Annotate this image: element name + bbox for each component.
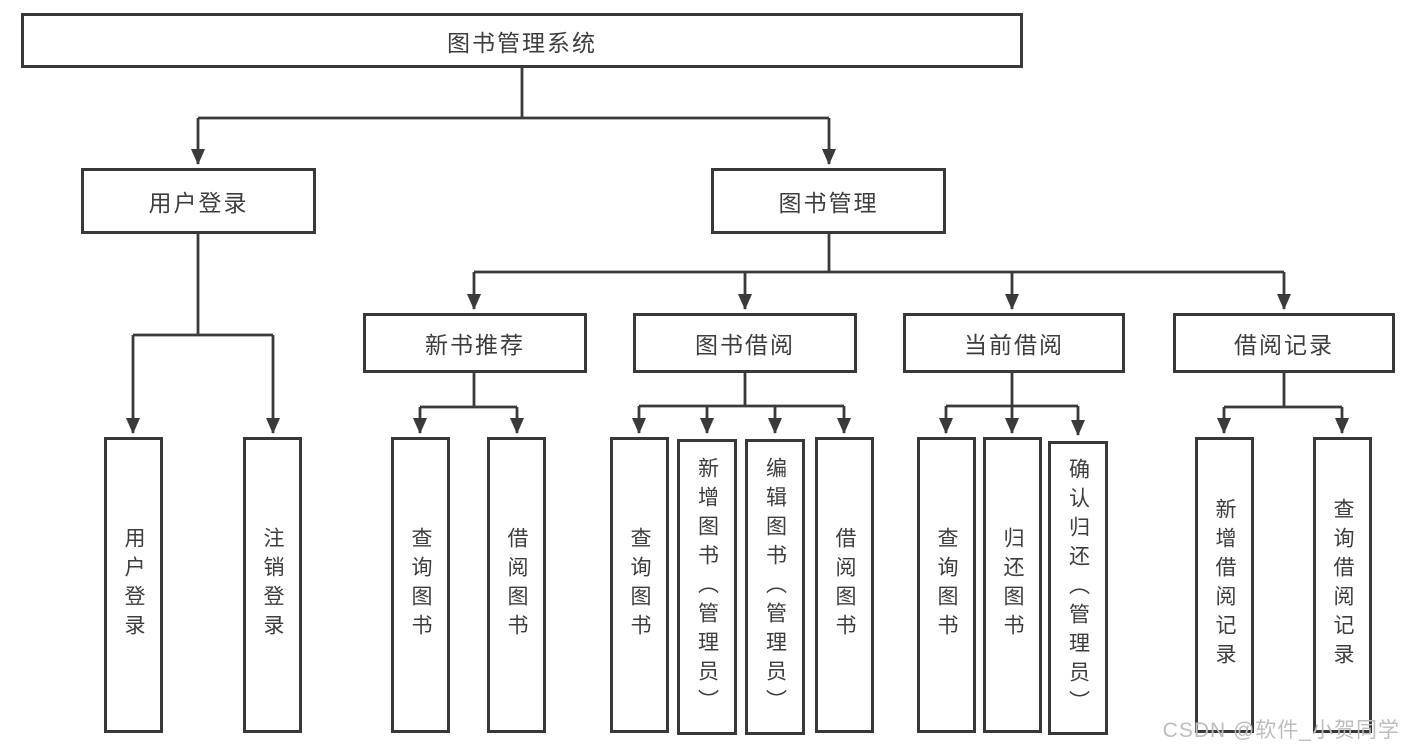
node-borrow-records-label: 借阅记录 <box>1234 332 1334 358</box>
leaf-current-query-books: 查询图书 <box>917 437 976 733</box>
node-current-borrow-label: 当前借阅 <box>964 332 1064 358</box>
leaf-rec-query-books: 查询图书 <box>391 437 450 733</box>
leaf-add-books-admin-label: 新增图书（管理员） <box>695 456 719 718</box>
leaf-add-borrow-record-label: 新增借阅记录 <box>1213 498 1236 672</box>
node-book-borrow-label: 图书借阅 <box>695 332 795 358</box>
node-root-label: 图书管理系统 <box>447 29 597 56</box>
node-user-login: 用户登录 <box>81 168 316 234</box>
node-borrow-records: 借阅记录 <box>1173 313 1395 373</box>
leaf-add-books-admin: 新增图书（管理员） <box>677 439 737 735</box>
leaf-borrow-books: 借阅图书 <box>815 437 874 733</box>
leaf-rec-query-books-label: 查询图书 <box>409 527 432 643</box>
connector-book-borrow-leaves <box>639 373 844 408</box>
leaf-user-login-label: 用户登录 <box>122 527 145 643</box>
leaf-logout-label: 注销登录 <box>261 527 284 643</box>
node-user-login-label: 用户登录 <box>148 190 249 216</box>
connector-root-level2 <box>198 68 829 120</box>
leaf-query-borrow-record: 查询借阅记录 <box>1313 437 1372 733</box>
connector-borrow-records-leaves <box>1224 373 1342 409</box>
connector-user-login-leaves <box>133 234 273 337</box>
leaf-return-books-label: 归还图书 <box>1001 527 1024 643</box>
leaf-borrow-books-label: 借阅图书 <box>833 527 856 643</box>
leaf-return-books: 归还图书 <box>983 437 1042 733</box>
leaf-borrow-query-books-label: 查询图书 <box>628 527 651 643</box>
node-current-borrow: 当前借阅 <box>903 313 1125 373</box>
connector-current-borrow-leaves <box>946 373 1078 408</box>
leaf-query-borrow-record-label: 查询借阅记录 <box>1331 498 1354 672</box>
leaf-confirm-return-admin-label: 确认归还（管理员） <box>1066 457 1090 719</box>
leaf-rec-borrow-books: 借阅图书 <box>487 437 546 733</box>
connector-new-book-recommend-leaves <box>420 373 517 409</box>
node-book-management: 图书管理 <box>711 168 946 234</box>
leaf-confirm-return-admin: 确认归还（管理员） <box>1048 441 1108 735</box>
leaf-add-borrow-record: 新增借阅记录 <box>1195 437 1254 733</box>
csdn-watermark: CSDN @软件_小贺同学 <box>1162 719 1400 742</box>
node-new-book-recommend: 新书推荐 <box>363 313 587 373</box>
leaf-logout: 注销登录 <box>243 437 302 733</box>
leaf-borrow-query-books: 查询图书 <box>610 437 669 733</box>
node-book-management-label: 图书管理 <box>778 190 879 216</box>
node-root-system: 图书管理系统 <box>21 13 1023 68</box>
node-new-book-recommend-label: 新书推荐 <box>425 332 525 358</box>
leaf-user-login: 用户登录 <box>104 437 163 733</box>
leaf-edit-books-admin: 编辑图书（管理员） <box>745 439 805 735</box>
leaf-edit-books-admin-label: 编辑图书（管理员） <box>763 456 787 718</box>
leaf-rec-borrow-books-label: 借阅图书 <box>505 527 528 643</box>
connector-book-management-level3 <box>474 234 1284 274</box>
leaf-current-query-books-label: 查询图书 <box>935 527 958 643</box>
node-book-borrow: 图书借阅 <box>633 313 857 373</box>
